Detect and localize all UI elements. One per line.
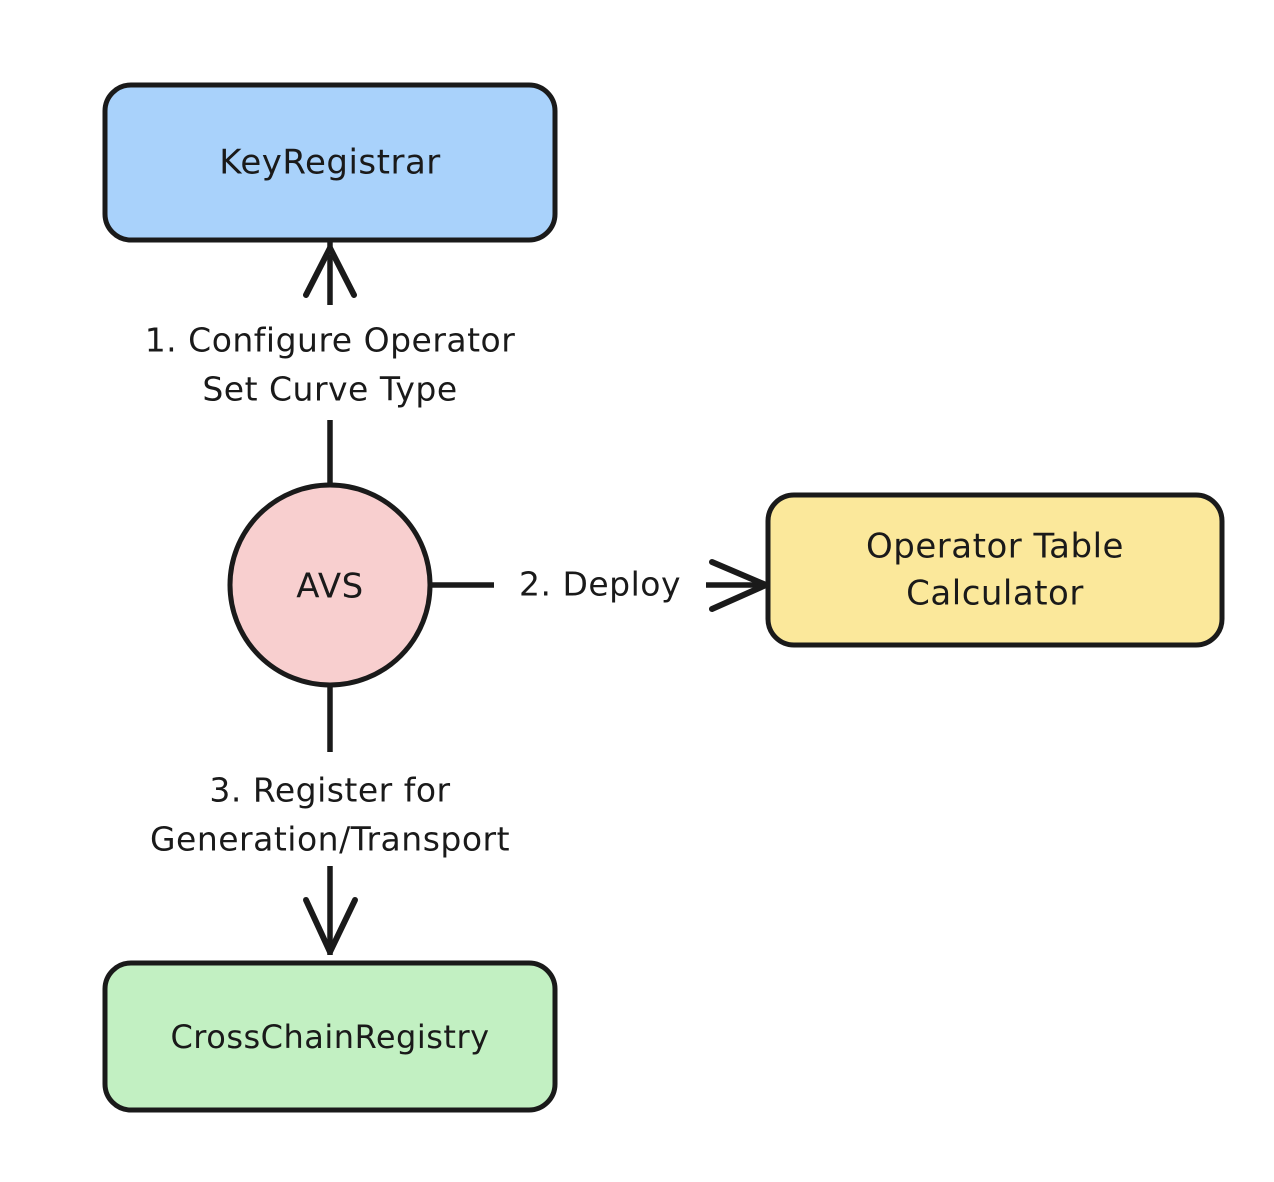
node-keyregistrar-shape[interactable] (102, 82, 558, 243)
node-operator-table-calculator-label-line2: Calculator (906, 574, 1084, 614)
edge-label-1-configure-operator-set-curve-type: 1. Configure Operator Set Curve Type (145, 321, 516, 409)
node-avs-label: AVS (296, 567, 363, 607)
node-operator-table-calculator-label-line1: Operator Table (866, 527, 1124, 567)
node-avs-shape[interactable] (227, 482, 433, 688)
edge-label-3-line1: 3. Register for (209, 771, 450, 810)
node-operator-table-calculator-shape[interactable] (765, 492, 1225, 648)
edge-avs-to-crosschainregistry (303, 686, 358, 955)
edge-label-2-text: 2. Deploy (519, 565, 681, 604)
edge-label-1-line2: Set Curve Type (202, 370, 457, 409)
edge-label-3-line2: Generation/Transport (150, 820, 510, 859)
edge-label-1-line1: 1. Configure Operator (145, 321, 516, 360)
node-crosschainregistry-shape[interactable] (102, 960, 558, 1113)
node-keyregistrar[interactable]: KeyRegistrar (102, 82, 558, 243)
arrowhead-down-icon (303, 897, 358, 955)
edge-label-3-register-for-generation-transport: 3. Register for Generation/Transport (150, 771, 510, 859)
node-avs[interactable]: AVS (227, 482, 433, 688)
node-crosschainregistry-label: CrossChainRegistry (170, 1018, 489, 1056)
edge-label-2-deploy: 2. Deploy (519, 565, 681, 604)
edge-avs-to-keyregistrar (303, 240, 357, 486)
node-crosschainregistry[interactable]: CrossChainRegistry (102, 960, 558, 1113)
node-operator-table-calculator[interactable]: Operator Table Calculator (765, 492, 1225, 648)
node-keyregistrar-label: KeyRegistrar (219, 143, 441, 183)
